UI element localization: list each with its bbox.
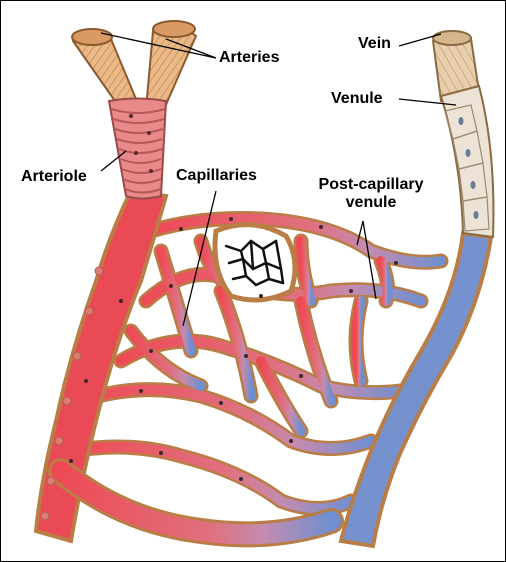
post-capillary-line2: venule: [301, 194, 441, 212]
post-capillary-venule-label: Post-capillary venule: [301, 176, 441, 212]
capillaries-label: Capillaries: [176, 167, 257, 185]
venule-shape: [441, 86, 493, 237]
arteriole-shape: [109, 99, 166, 199]
venule-label: Venule: [331, 90, 383, 108]
vein-label: Vein: [358, 35, 391, 53]
capillary-mesh-inset: [215, 225, 295, 300]
arteries-label: Arteries: [219, 49, 279, 67]
arteriole-label: Arteriole: [21, 168, 87, 186]
post-capillary-line1: Post-capillary: [301, 176, 441, 194]
